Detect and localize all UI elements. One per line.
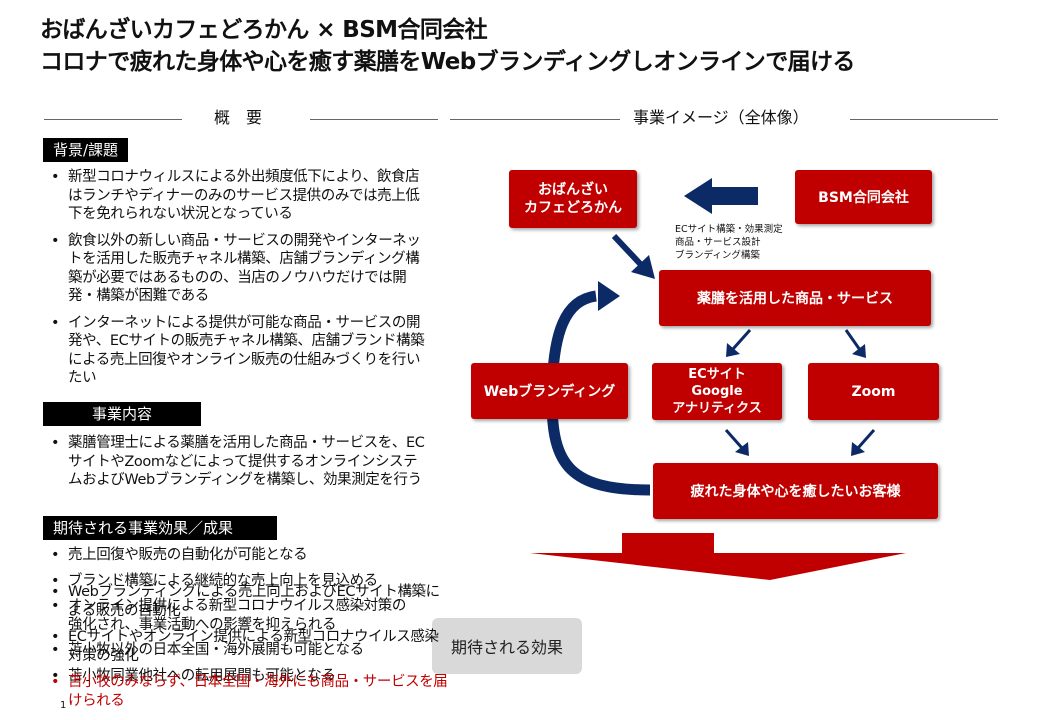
note-line: ECサイト構築・効果測定 — [675, 224, 783, 235]
image-rule-right — [850, 119, 998, 120]
bsm-services-note: ECサイト構築・効果測定 商品・サービス設計 ブランディング構築 — [675, 223, 783, 262]
ec-line-1: ECサイト — [688, 367, 746, 382]
bsm-box: BSM合同会社 — [795, 170, 932, 224]
products-box: 薬膳を活用した商品・サービス — [659, 270, 931, 326]
section-label-background: 背景/課題 — [43, 138, 129, 162]
title-line-2: コロナで疲れた身体や心を癒す薬膳をWebブランディングしオンラインで届ける — [40, 49, 855, 75]
cafe-name-line-1: おばんざい — [538, 182, 608, 198]
products-to-zoom-arrowhead — [852, 344, 866, 358]
section-label-results: 期待される事業効果／成果 — [43, 516, 277, 540]
ec-to-customer-arrow — [724, 429, 744, 449]
overview-rule-right — [310, 119, 438, 120]
zoom-to-customer-arrow — [856, 429, 876, 449]
products-to-zoom-arrow — [844, 329, 862, 351]
background-bullet-list: 新型コロナウィルスによる外出頻度低下により、飲食店はランチやディナーのみのサービ… — [50, 168, 428, 396]
list-item: インターネットによる提供が可能な商品・サービスの開発や、ECサイトの販売チャネル… — [50, 314, 428, 388]
list-item: ECサイトやオンライン提供による新型コロナウイルス感染対策の強化 — [50, 628, 450, 665]
content-bullet-list: 薬膳管理士による薬膳を活用した商品・サービスを、ECサイトやZoomなどによって… — [50, 434, 428, 498]
effects-down-arrow — [530, 533, 906, 580]
section-label-content: 事業内容 — [43, 402, 201, 426]
zoom-box: Zoom — [808, 363, 939, 420]
ec-line-2: Google — [691, 384, 743, 399]
ec-line-3: アナリティクス — [672, 401, 762, 416]
list-item: 新型コロナウィルスによる外出頻度低下により、飲食店はランチやディナーのみのサービ… — [50, 168, 428, 224]
ec-to-customer-arrowhead — [735, 442, 749, 456]
ec-box: ECサイト Google アナリティクス — [652, 363, 782, 420]
note-line: ブランディング構築 — [675, 250, 760, 261]
list-item-highlight: 苫小牧のみならず、日本全国・海外にも商品・サービスを届けられる — [50, 673, 450, 710]
note-line: 商品・サービス設計 — [675, 237, 761, 248]
list-item: Webブランディングによる売上向上およびECサイト構築による販売の自動化 — [50, 583, 450, 620]
overview-header: 概 要 — [214, 108, 263, 127]
bsm-to-cafe-arrow — [684, 178, 758, 214]
section-label-content-text: 事業内容 — [91, 405, 152, 423]
image-rule-left — [450, 119, 620, 120]
products-to-ec-arrow — [731, 328, 752, 351]
effects-bullet-list: Webブランディングによる売上向上およびECサイト構築による販売の自動化 ECサ… — [50, 583, 450, 718]
customer-box: 疲れた身体や心を癒したいお客様 — [653, 463, 938, 519]
list-item: 売上回復や販売の自動化が可能となる — [50, 546, 420, 565]
business-image-header: 事業イメージ（全体像） — [633, 108, 809, 127]
zoom-to-customer-arrowhead — [851, 442, 865, 456]
list-item: 飲食以外の新しい商品・サービスの開発やインターネットを活用した販売チャネル構築、… — [50, 232, 428, 306]
list-item: 薬膳管理士による薬膳を活用した商品・サービスを、ECサイトやZoomなどによって… — [50, 434, 428, 490]
cafe-name-line-2: カフェどろかん — [524, 200, 622, 216]
web-branding-box: Webブランディング — [471, 363, 628, 419]
cafe-box: おばんざい カフェどろかん — [509, 170, 637, 228]
expected-effect-label: 期待される効果 — [432, 618, 582, 674]
feedback-loop-arrowhead — [598, 281, 620, 311]
title-line-1: おばんざいカフェどろかん × BSM合同会社 — [40, 17, 488, 43]
page-title: おばんざいカフェどろかん × BSM合同会社 コロナで疲れた身体や心を癒す薬膳を… — [40, 14, 855, 78]
cafe-to-products-arrowhead — [631, 255, 655, 279]
products-to-ec-arrowhead — [726, 343, 740, 357]
overview-rule-left — [44, 119, 182, 120]
